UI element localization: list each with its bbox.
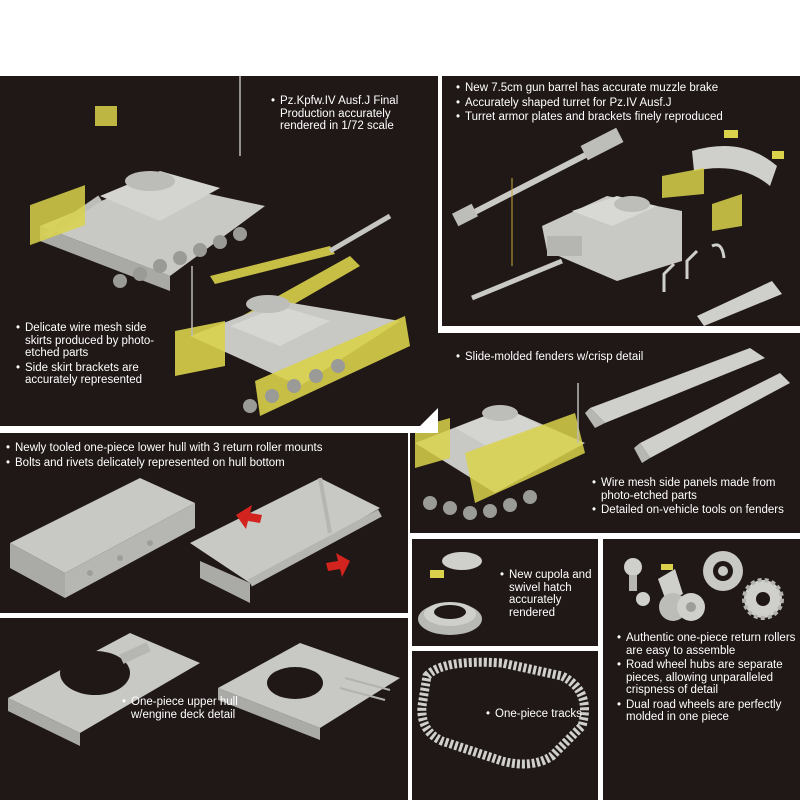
slide-molded-fender-2 xyxy=(634,373,790,463)
slide-molded-fender-1 xyxy=(585,348,765,428)
etch-part xyxy=(430,570,444,578)
lower-hull-illustration xyxy=(10,477,382,603)
fenders-illustration xyxy=(415,348,790,520)
panel8-bullet-1: Road wheel hubs are separate pieces, all… xyxy=(617,659,797,697)
panel-wheels: Authentic one-piece return rollers are e… xyxy=(603,539,800,800)
panel-lower-hull: Newly tooled one-piece lower hull with 3… xyxy=(0,433,408,613)
return-roller xyxy=(624,558,642,591)
fender-part xyxy=(697,281,782,326)
wheels-illustration xyxy=(624,551,784,621)
one-piece-track xyxy=(417,657,589,769)
tank-with-mesh-panels xyxy=(415,383,585,520)
panel1-skirt-text: Delicate wire mesh side skirts produced … xyxy=(16,322,176,389)
upper-tank-model xyxy=(30,76,265,291)
panel8-bullet-2: Dual road wheels are perfectly molded in… xyxy=(617,699,797,724)
lower-hull-part-left xyxy=(10,478,195,598)
panel3-text: Newly tooled one-piece lower hull with 3… xyxy=(6,442,406,471)
panel2-bullet-1: Accurately shaped turret for Pz.IV Ausf.… xyxy=(456,97,796,110)
panel4-bottom-bullet-1: Detailed on-vehicle tools on fenders xyxy=(592,504,797,517)
red-arrows xyxy=(236,505,350,577)
road-wheel-hub xyxy=(658,564,683,601)
panel2-bullet-0: New 7.5cm gun barrel has accurate muzzle… xyxy=(456,82,796,95)
panel1-title-text: Pz.Kpfw.IV Ausf.J Final Production accur… xyxy=(271,95,436,135)
panel4-top-text: Slide-molded fenders w/crisp detail xyxy=(456,351,796,366)
turret-model xyxy=(542,196,682,281)
panel4-bottom-bullet-0: Wire mesh side panels made from photo-et… xyxy=(592,477,797,502)
gun-barrel-top xyxy=(452,127,624,227)
panel3-bullet-0: Newly tooled one-piece lower hull with 3… xyxy=(6,442,406,455)
lower-hull-part-right xyxy=(190,477,382,603)
upper-hull-part-left xyxy=(8,633,200,746)
swivel-hatch xyxy=(442,552,482,570)
panel-tracks: One-piece tracks xyxy=(412,651,598,800)
upper-hull-illustration xyxy=(8,633,400,746)
panel1-bullet-0: Delicate wire mesh side skirts produced … xyxy=(16,322,176,360)
panel-cupola: New cupola and swivel hatch accurately r… xyxy=(412,539,598,646)
tank-with-skirts-illustration xyxy=(30,76,410,416)
panel-tank-overview: Pz.Kpfw.IV Ausf.J Final Production accur… xyxy=(0,76,438,426)
panel5-bullet-0: One-piece upper hull w/engine deck detai… xyxy=(122,696,282,721)
idler-wheel xyxy=(742,578,784,620)
panel7-bullet-0: One-piece tracks xyxy=(486,708,596,721)
turret-gun-illustration xyxy=(452,127,784,326)
turret-brackets xyxy=(662,243,726,292)
panel2-bullet-2: Turret armor plates and brackets finely … xyxy=(456,111,796,124)
panel1-bullet-1: Side skirt brackets are accurately repre… xyxy=(16,362,176,387)
panel-fenders: Slide-molded fenders w/crisp detail Wire… xyxy=(410,333,800,533)
panel1-title-bullet: Pz.Kpfw.IV Ausf.J Final Production accur… xyxy=(271,95,436,133)
panel-upper-hull: One-piece upper hull w/engine deck detai… xyxy=(0,618,408,800)
panel2-text: New 7.5cm gun barrel has accurate muzzle… xyxy=(456,82,796,126)
lower-tank-model xyxy=(175,213,410,416)
panel5-text: One-piece upper hull w/engine deck detai… xyxy=(122,696,282,723)
cupola-ring xyxy=(418,602,482,635)
panel-turret-gun: New 7.5cm gun barrel has accurate muzzle… xyxy=(442,76,800,326)
panel7-text: One-piece tracks xyxy=(486,708,596,723)
panel3-bullet-1: Bolts and rivets delicately represented … xyxy=(6,457,406,470)
cupola-illustration xyxy=(418,552,482,635)
drive-sprocket xyxy=(703,551,743,591)
panel6-text: New cupola and swivel hatch accurately r… xyxy=(500,569,596,621)
turret-armor-plates xyxy=(662,130,784,231)
panel8-text: Authentic one-piece return rollers are e… xyxy=(617,632,797,726)
dual-road-wheel xyxy=(636,592,705,621)
gun-barrel-lower xyxy=(471,178,563,301)
upper-hull-part-right xyxy=(218,643,400,740)
tracks-illustration xyxy=(417,657,589,769)
panel4-top-bullet-0: Slide-molded fenders w/crisp detail xyxy=(456,351,796,364)
panel8-bullet-0: Authentic one-piece return rollers are e… xyxy=(617,632,797,657)
panel6-bullet-0: New cupola and swivel hatch accurately r… xyxy=(500,569,596,619)
panel4-bottom-text: Wire mesh side panels made from photo-et… xyxy=(592,477,797,519)
